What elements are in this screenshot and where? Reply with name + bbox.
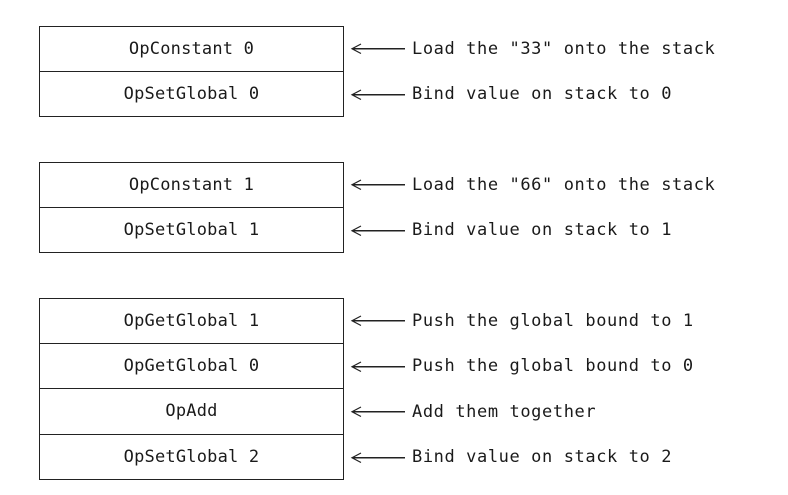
- opcode-cell: OpConstant 0: [38, 26, 345, 72]
- opcode-cell: OpConstant 1: [38, 162, 345, 208]
- annotation-text: Add them together: [412, 401, 597, 422]
- annotation-text: Bind value on stack to 1: [412, 220, 673, 241]
- opcode-cell: OpSetGlobal 2: [38, 433, 345, 480]
- opcode-cell: OpAdd: [38, 388, 345, 435]
- opcode-cell: OpSetGlobal 1: [38, 206, 345, 253]
- annotation-text: Bind value on stack to 0: [412, 84, 673, 105]
- annotation-text: Push the global bound to 1: [412, 310, 694, 331]
- left-arrow-icon: [350, 224, 405, 236]
- left-arrow-icon: [350, 360, 405, 372]
- left-arrow-icon: [350, 179, 405, 191]
- annotation-text: Bind value on stack to 2: [412, 447, 673, 468]
- annotation-text: Load the "33" onto the stack: [412, 38, 716, 59]
- annotation-text: Push the global bound to 0: [412, 356, 694, 377]
- opcode-cell: OpGetGlobal 0: [38, 342, 345, 389]
- left-arrow-icon: [350, 315, 405, 327]
- annotation-text: Load the "66" onto the stack: [412, 174, 716, 195]
- left-arrow-icon: [350, 88, 405, 100]
- left-arrow-icon: [350, 406, 405, 418]
- opcode-cell: OpSetGlobal 0: [38, 70, 345, 117]
- left-arrow-icon: [350, 451, 405, 463]
- left-arrow-icon: [350, 43, 405, 55]
- opcode-cell: OpGetGlobal 1: [38, 298, 345, 344]
